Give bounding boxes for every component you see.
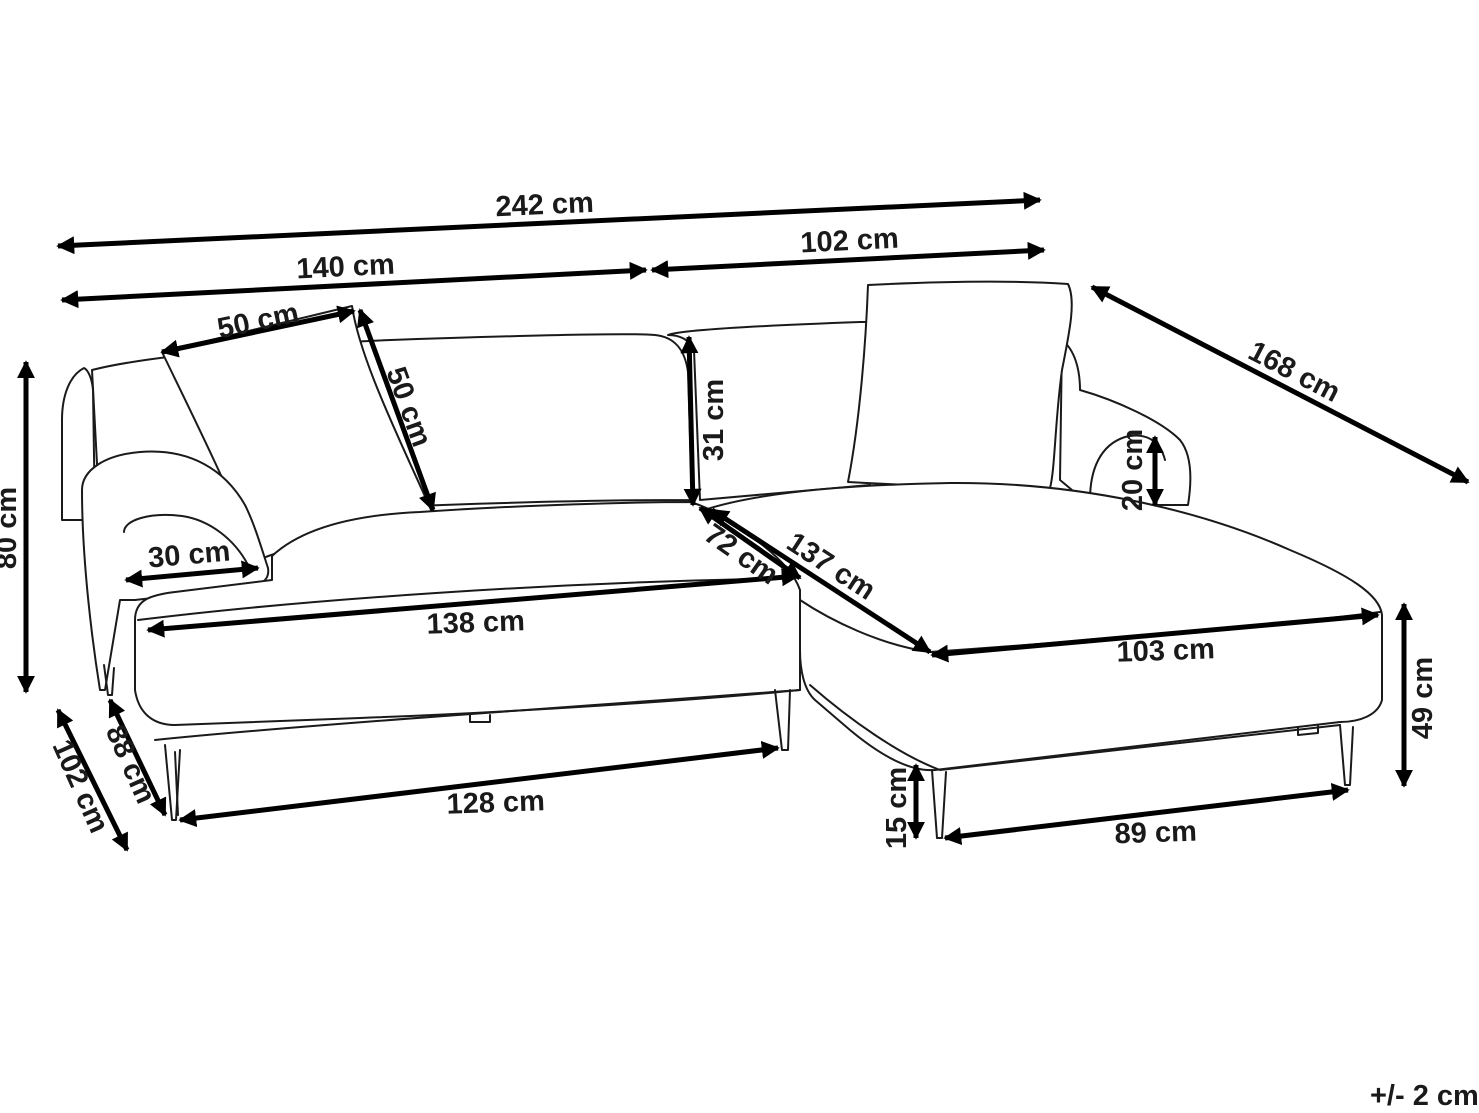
label-side-depth-outer: 102 cm (46, 735, 115, 838)
label-seat-width: 138 cm (426, 605, 525, 640)
dim-line-89 (943, 782, 1350, 846)
label-total-width: 242 cm (495, 187, 595, 223)
dim-line-168 (1090, 284, 1470, 485)
label-backrest-height: 31 cm (698, 379, 730, 461)
dim-line-138 (146, 568, 800, 638)
label-legs-span-chaise: 89 cm (1114, 816, 1197, 851)
left-armrest-inner (123, 514, 249, 566)
label-seat-height: 49 cm (1407, 657, 1439, 739)
dim-line-137 (710, 507, 932, 655)
dim-line-102-top (650, 241, 1046, 279)
label-total-height: 80 cm (0, 487, 23, 569)
chaise-back-leg (1339, 724, 1354, 786)
label-leg-height: 15 cm (881, 767, 913, 849)
chaise-middle-plate (1297, 725, 1319, 736)
dim-line-pillow-width (160, 305, 356, 358)
dim-line-103 (930, 607, 1380, 663)
chaise-front-leg (931, 769, 947, 839)
label-left-section-width: 140 cm (296, 249, 396, 286)
left-front-leg-2 (174, 751, 179, 816)
left-base (154, 689, 801, 741)
right-pillow (847, 280, 1073, 489)
chaise-base (809, 684, 1341, 771)
tolerance-note: +/- 2 cm (1370, 1080, 1479, 1112)
dimension-lines (17, 191, 1470, 852)
dim-line-pillow-height (357, 308, 436, 512)
dim-line-backrest (680, 335, 702, 507)
left-base-plate (469, 714, 491, 723)
label-legs-span-left: 128 cm (446, 785, 545, 820)
dim-line-128 (178, 741, 780, 827)
label-chaise-arm-height: 20 cm (1117, 429, 1149, 511)
label-chaise-section-width: 102 cm (800, 223, 900, 260)
left-back-leg (774, 689, 791, 751)
label-side-depth-inner: 88 cm (99, 720, 162, 808)
label-chaise-seat-width: 103 cm (1116, 633, 1215, 668)
chaise-seat-cushion (703, 481, 1383, 772)
dim-line-102-side (55, 708, 130, 852)
left-outer-leg (103, 664, 115, 696)
left-front-leg (164, 744, 181, 821)
dim-line-242 (56, 191, 1042, 255)
label-armrest-width: 30 cm (147, 536, 232, 575)
dimension-labels: 242 cm 140 cm 102 cm 168 cm 50 cm 50 cm … (0, 187, 1439, 851)
dim-line-140 (60, 261, 648, 309)
